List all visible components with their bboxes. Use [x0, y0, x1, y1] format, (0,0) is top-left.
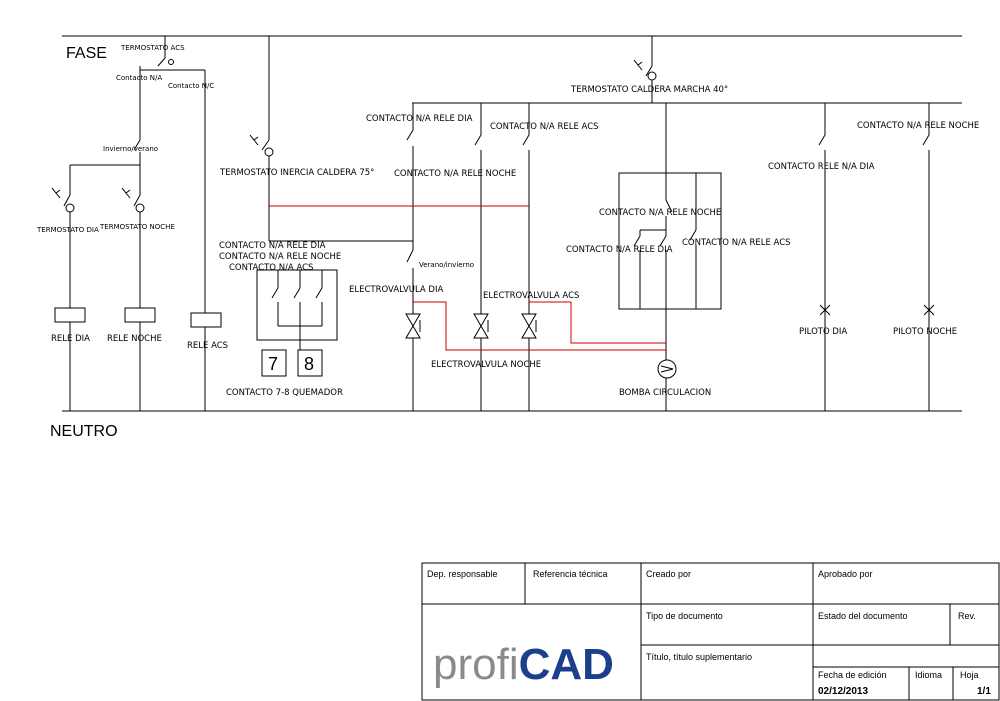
- neutral-label: NEUTRO: [50, 423, 118, 440]
- title-block: Dep. responsable Referencia técnica Crea…: [421, 562, 1000, 701]
- terminal-7: 7: [268, 354, 278, 374]
- pump-icon: [657, 359, 677, 379]
- relay-coils: [54, 307, 222, 328]
- logo-cad: CAD: [519, 640, 614, 689]
- solenoid-valves: [405, 313, 537, 339]
- thermostat-symbols: [51, 59, 657, 213]
- thermostat-inercia-icon: [264, 147, 274, 157]
- label-contacto-na-rele-acs-c: CONTACTO N/A RELE ACS: [682, 238, 791, 248]
- label-contacto-na-rele-dia-c: CONTACTO N/A RELE DIA: [566, 245, 673, 255]
- tb-fecha-value: 02/12/2013: [818, 686, 868, 697]
- label-contacto-quemador: CONTACTO 7-8 QUEMADOR: [226, 388, 343, 398]
- tb-tipo-documento: Tipo de documento: [646, 611, 723, 621]
- label-contacto-rele-dia-d: CONTACTO RELE N/A DIA: [768, 162, 875, 172]
- label-contacto-nc: Contacto N/C: [168, 82, 214, 90]
- tb-hoja-label: Hoja: [960, 670, 979, 680]
- bus-lines: [62, 35, 962, 412]
- thermostat-noche-icon: [135, 203, 145, 213]
- label-electrovalvula-dia: ELECTROVALVULA DIA: [349, 285, 443, 295]
- thermostat-caldera-icon: [647, 71, 657, 81]
- relay-acs-coil: [190, 312, 222, 328]
- wiring-red: [269, 205, 666, 351]
- relay-dia-coil: [54, 307, 86, 323]
- terminal-8: 8: [304, 354, 314, 374]
- label-electrovalvula-noche: ELECTROVALVULA NOCHE: [431, 360, 541, 370]
- wiring-black: [63, 36, 930, 411]
- label-rele-noche: RELE NOCHE: [107, 334, 162, 344]
- label-rele-dia: RELE DIA: [51, 334, 90, 344]
- valve-dia-icon: [405, 313, 421, 339]
- label-bomba: BOMBA CIRCULACION: [619, 388, 711, 398]
- label-verano-invierno: Verano/invierno: [419, 261, 474, 269]
- label-contacto-na-rele-noche-c: CONTACTO N/A RELE NOCHE: [599, 208, 721, 218]
- phase-label: FASE: [66, 45, 107, 62]
- tb-titulo: Título, título suplementario: [646, 652, 752, 662]
- label-contacto-na-rele-acs-b: CONTACTO N/A RELE ACS: [490, 122, 599, 132]
- tb-hoja-value: 1/1: [977, 686, 991, 697]
- tb-estado-documento: Estado del documento: [818, 611, 908, 621]
- tb-aprobado-por: Aprobado por: [818, 569, 873, 579]
- component-labels: TERMOSTATO ACS Contacto N/A Contacto N/C…: [36, 44, 979, 398]
- label-termostato-inercia: TERMOSTATO INERCIA CALDERA 75°: [219, 168, 374, 178]
- pilot-dia-icon: [819, 304, 831, 316]
- label-contacto-na: Contacto N/A: [116, 74, 162, 82]
- tb-fecha-label: Fecha de edición: [818, 670, 887, 680]
- tb-referencia-tecnica: Referencia técnica: [533, 569, 608, 579]
- pilot-lamps: [819, 304, 935, 316]
- tb-rev: Rev.: [958, 611, 976, 621]
- label-invierno-verano: Invierno/verano: [103, 145, 158, 153]
- label-electrovalvula-acs: ELECTROVALVULA ACS: [483, 291, 579, 301]
- tb-dep-responsable: Dep. responsable: [427, 569, 498, 579]
- label-piloto-dia: PILOTO DIA: [799, 327, 847, 337]
- thermostat-dia-icon: [65, 203, 75, 213]
- label-piloto-noche: PILOTO NOCHE: [893, 327, 957, 337]
- relay-noche-coil: [124, 307, 156, 323]
- tb-idioma: Idioma: [915, 670, 942, 680]
- label-termostato-acs: TERMOSTATO ACS: [120, 44, 185, 52]
- label-contacto-na-rele-noche-b: CONTACTO N/A RELE NOCHE: [394, 169, 516, 179]
- valve-acs-icon: [521, 313, 537, 339]
- label-termostato-dia: TERMOSTATO DIA: [36, 226, 99, 234]
- pilot-noche-icon: [923, 304, 935, 316]
- label-contacto-na-rele-noche-d: CONTACTO N/A RELE NOCHE: [857, 121, 979, 131]
- quemador-terminals: 7 8: [261, 349, 323, 377]
- label-contacto-na-rele-dia-b: CONTACTO N/A RELE DIA: [366, 114, 473, 124]
- label-contacto-na-rele-noche-a: CONTACTO N/A RELE NOCHE: [219, 252, 341, 262]
- label-rele-acs: RELE ACS: [187, 341, 228, 351]
- label-termostato-caldera: TERMOSTATO CALDERA MARCHA 40°: [570, 85, 728, 95]
- proficad-logo: profiCAD: [433, 640, 614, 689]
- svg-text:profiCAD: profiCAD: [433, 640, 614, 689]
- label-contacto-na-rele-dia-a: CONTACTO N/A RELE DIA: [219, 241, 326, 251]
- label-termostato-noche: TERMOSTATO NOCHE: [99, 223, 175, 231]
- label-contacto-na-acs-a: CONTACTO N/A ACS: [229, 263, 313, 273]
- logo-profi: profi: [433, 640, 519, 689]
- thermostat-acs-icon: [168, 59, 174, 65]
- tb-creado-por: Creado por: [646, 569, 691, 579]
- valve-noche-icon: [473, 313, 489, 339]
